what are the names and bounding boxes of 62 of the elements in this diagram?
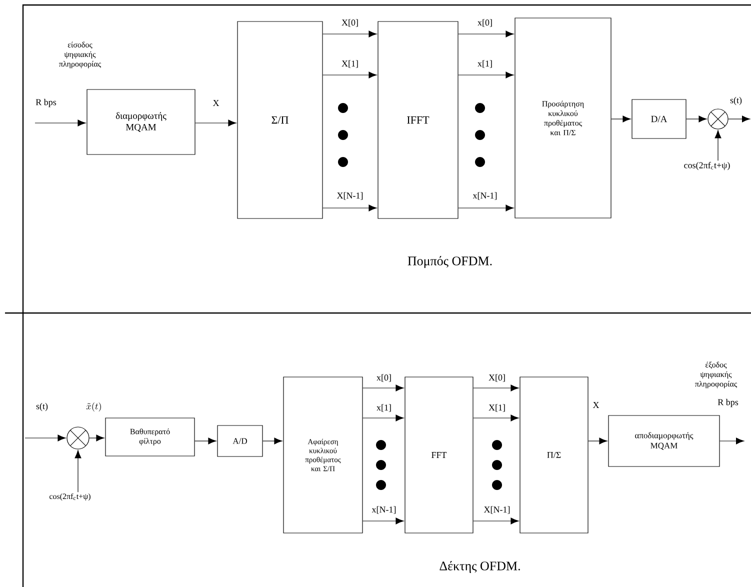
edge-label: x[1] — [376, 403, 392, 413]
edge-label: $\tilde{x}(t)$ — [85, 402, 103, 412]
edge-label: s(t) — [729, 96, 743, 106]
arrow — [194, 438, 216, 444]
edge-label: R bps — [34, 98, 58, 108]
input-label: είσοδος ψηφιακής πληροφορίας — [59, 42, 101, 68]
transform-box: IFFT — [378, 21, 458, 219]
filter-box: Βαθυπερατό φίλτρο — [105, 418, 195, 456]
arrow — [458, 204, 514, 212]
carrier-label: cos(2πf$_{c}$t+ψ) — [684, 162, 730, 170]
mixer-symbol — [708, 108, 728, 130]
edge-label: X[0] — [340, 18, 360, 28]
transform-box: FFT — [404, 376, 474, 534]
arrow — [362, 518, 404, 524]
converter-box: A/D — [217, 425, 263, 457]
arrow — [686, 116, 707, 122]
arrow — [89, 434, 104, 442]
edge-label: x[0] — [376, 373, 392, 383]
output-label: έξοδος ψηφιακής πληροφορίας — [695, 362, 737, 388]
converter-box: Σ/Π — [237, 21, 323, 219]
carrier-label: cos(2πf$_{c}$t+ψ) — [50, 493, 90, 501]
arrow — [611, 116, 631, 122]
arrow — [322, 30, 377, 38]
edge-label: R bps — [716, 398, 740, 408]
arrow — [195, 120, 236, 126]
edge-label: X — [592, 401, 600, 409]
arrow — [588, 438, 608, 444]
caption: Δέκτης OFDM. — [440, 561, 520, 573]
arrow — [362, 414, 404, 422]
converter-box: Π/Σ — [520, 376, 588, 534]
arrow — [322, 204, 377, 212]
prefix-box: Προσάρτηση κυκλικού προθέματος και Π/Σ — [514, 18, 612, 218]
demodulator-box: αποδιαμορφωτής MQAM — [608, 415, 720, 467]
arrow — [34, 120, 86, 126]
arrow — [714, 130, 722, 161]
arrow — [322, 72, 377, 78]
edge-label: X[N-1] — [482, 505, 512, 515]
edge-label: x[N-1] — [370, 505, 398, 515]
modulator-box: διαμορφωτής MQAM — [86, 89, 196, 155]
arrow — [24, 434, 66, 442]
edge-label: X[0] — [488, 373, 506, 383]
edge-label: X[1] — [488, 403, 506, 413]
arrow — [473, 518, 519, 524]
arrow — [74, 450, 82, 492]
mixer-symbol — [66, 426, 90, 450]
arrow — [473, 414, 519, 422]
edge-label: x[N-1] — [472, 191, 498, 201]
edge-label: s(t) — [35, 402, 49, 412]
edge-label: x[0] — [476, 18, 494, 28]
arrow — [458, 30, 514, 38]
arrow — [728, 116, 750, 122]
edge-label: X — [212, 99, 220, 107]
arrow — [473, 384, 519, 392]
edge-label: X[1] — [340, 59, 360, 69]
arrow — [262, 438, 282, 444]
arrow — [458, 72, 514, 78]
caption: Πομπός OFDM. — [408, 256, 492, 268]
converter-box: D/A — [632, 99, 686, 139]
arrow — [362, 384, 404, 392]
arrow — [720, 438, 744, 444]
edge-label: x[1] — [476, 59, 494, 69]
edge-label: X[N-1] — [336, 191, 364, 201]
